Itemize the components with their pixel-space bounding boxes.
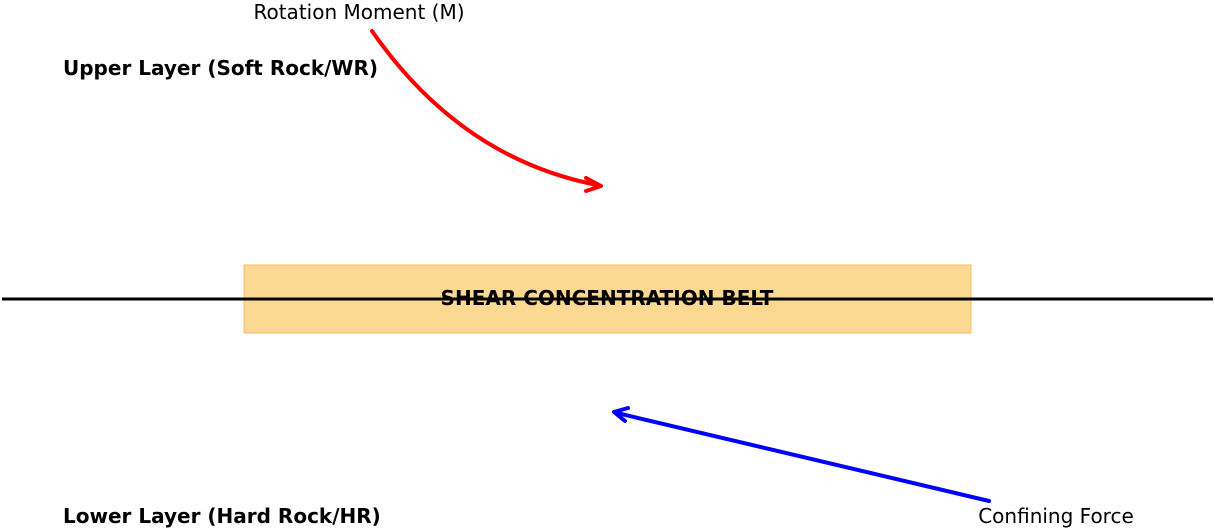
lower-layer-label: Lower Layer (Hard Rock/HR) <box>63 504 381 528</box>
rotation-moment-arrowhead <box>584 176 603 193</box>
upper-layer-label: Upper Layer (Soft Rock/WR) <box>63 56 378 80</box>
confining-force-label: Confining Force <box>978 504 1134 528</box>
belt-label: SHEAR CONCENTRATION BELT <box>441 286 774 310</box>
rotation-moment-label: Rotation Moment (M) <box>253 0 464 24</box>
confining-force-arrow <box>615 411 991 503</box>
rotation-moment-arrow <box>370 29 599 187</box>
confining-force-arrowhead <box>612 406 630 423</box>
